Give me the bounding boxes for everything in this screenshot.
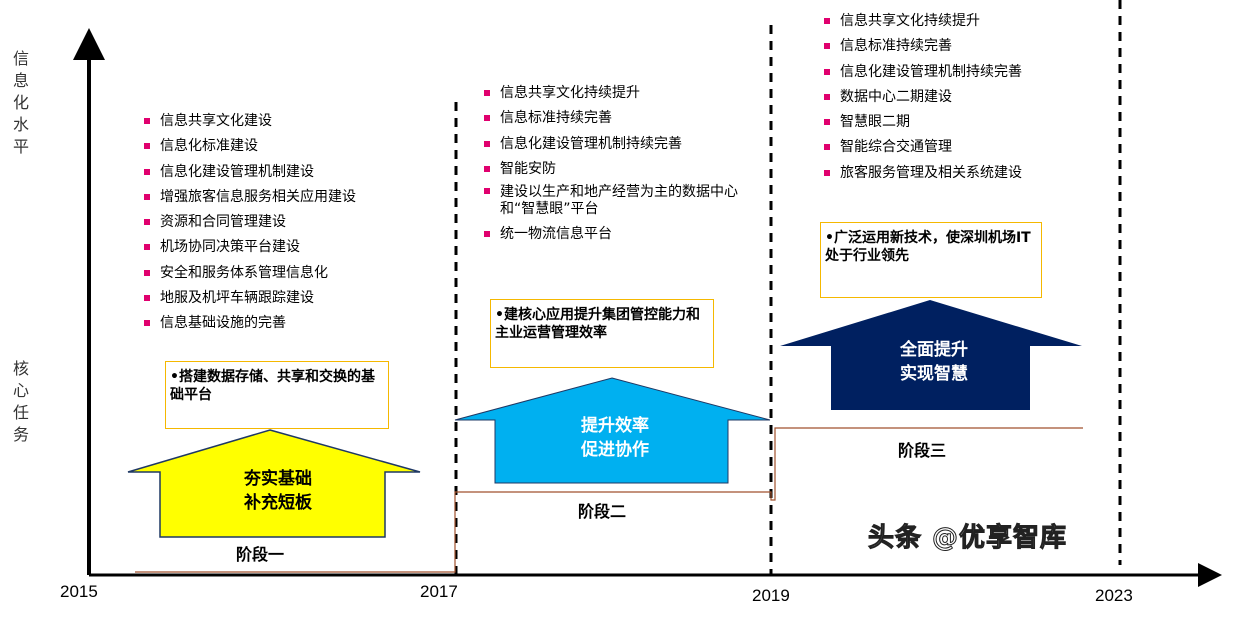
arrow-text-line: 全面提升: [900, 340, 968, 360]
year-2017: 2017: [420, 582, 458, 601]
y-axis-label-level: 信息化水平: [12, 49, 29, 156]
list-item: 增强旅客信息服务相关应用建设: [144, 185, 356, 210]
list-item: 信息化建设管理机制持续完善: [484, 132, 762, 157]
arrow-text-line: 补充短板: [244, 493, 312, 513]
stage-step-line: [135, 427, 1083, 573]
stage3-arrow-text: 全面提升 实现智慧: [856, 338, 1012, 386]
list-item: 建设以生产和地产经营为主的数据中心和“智慧眼”平台: [484, 182, 762, 222]
watermark: 头条 @优享智库: [867, 523, 1068, 554]
list-item: 安全和服务体系管理信息化: [144, 261, 356, 286]
arrow-stage1: [127, 429, 421, 538]
list-item: 信息共享文化持续提升: [484, 81, 762, 106]
list-item: 信息基础设施的完善: [144, 311, 356, 336]
list-item: 信息标准持续完善: [484, 106, 762, 131]
stage1-arrow-text: 夯实基础 补充短板: [200, 467, 356, 515]
phase-label-3: 阶段三: [898, 441, 947, 460]
list-item: 旅客服务管理及相关系统建设: [824, 161, 1022, 186]
y-axis-label-tasks: 核心任务: [12, 359, 29, 444]
stage2-goal-box: •建核心应用提升集团管控能力和主业运营管理效率: [490, 299, 714, 368]
list-item: 信息共享文化持续提升: [824, 9, 1022, 34]
year-2019: 2019: [752, 586, 790, 605]
stage1-goal-box: •搭建数据存储、共享和交换的基础平台: [165, 361, 389, 429]
list-item: 数据中心二期建设: [824, 85, 1022, 110]
list-item: 机场协同决策平台建设: [144, 235, 356, 260]
stage3-task-list: 信息共享文化持续提升 信息标准持续完善 信息化建设管理机制持续完善 数据中心二期…: [824, 9, 1022, 186]
stage3-goal-box: •广泛运用新技术，使深圳机场IT处于行业领先: [820, 222, 1042, 298]
stage1-task-list: 信息共享文化建设 信息化标准建设 信息化建设管理机制建设 增强旅客信息服务相关应…: [144, 109, 356, 337]
list-item: 信息化建设管理机制建设: [144, 160, 356, 185]
arrow-stage2: [454, 377, 771, 484]
list-item: 信息共享文化建设: [144, 109, 356, 134]
list-item: 统一物流信息平台: [484, 222, 762, 247]
stage2-arrow-text: 提升效率 促进协作: [537, 414, 693, 462]
arrow-stage3: [780, 300, 1082, 410]
year-2015: 2015: [60, 582, 98, 601]
year-2023: 2023: [1095, 586, 1133, 605]
list-item: 信息化建设管理机制持续完善: [824, 60, 1022, 85]
list-item: 地服及机坪车辆跟踪建设: [144, 286, 356, 311]
phase-label-1: 阶段一: [236, 545, 285, 564]
arrow-text-line: 提升效率: [581, 416, 649, 436]
list-item: 资源和合同管理建设: [144, 210, 356, 235]
stage2-task-list: 信息共享文化持续提升 信息标准持续完善 信息化建设管理机制持续完善 智能安防 建…: [484, 81, 762, 247]
list-item: 智能安防: [484, 157, 762, 182]
list-item: 信息化标准建设: [144, 134, 356, 159]
arrow-text-line: 实现智慧: [900, 364, 968, 384]
list-item: 智能综合交通管理: [824, 135, 1022, 160]
phase-label-2: 阶段二: [578, 502, 627, 521]
list-item: 智慧眼二期: [824, 110, 1022, 135]
arrow-text-line: 夯实基础: [244, 469, 312, 489]
arrow-text-line: 促进协作: [581, 440, 649, 460]
list-item: 信息标准持续完善: [824, 34, 1022, 59]
